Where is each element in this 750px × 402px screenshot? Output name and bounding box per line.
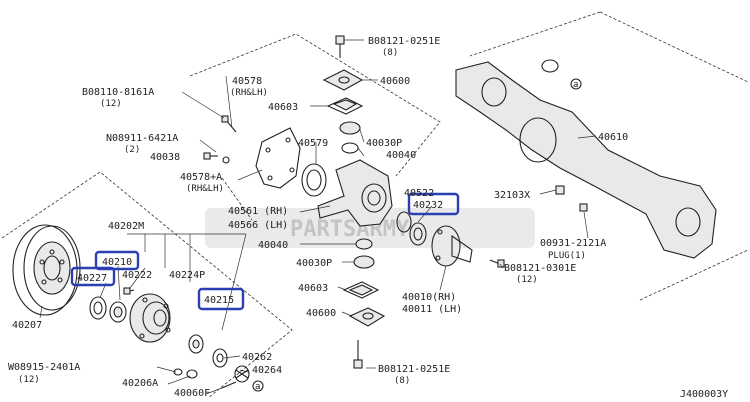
label-08121-bot-qty: (8) bbox=[394, 376, 410, 386]
upper-bolt-08121[interactable] bbox=[335, 35, 345, 58]
label-40207[interactable]: 40207 bbox=[12, 320, 42, 331]
highlight-40215 bbox=[197, 287, 245, 311]
label-40522[interactable]: 40522 bbox=[404, 188, 434, 199]
label-00931[interactable]: 00931-2121A bbox=[540, 238, 606, 249]
race-40040-top[interactable] bbox=[341, 142, 359, 154]
cap-40600-top[interactable] bbox=[322, 69, 364, 91]
bearing-40232[interactable] bbox=[409, 222, 427, 246]
shim-40603-mid[interactable] bbox=[342, 281, 380, 299]
label-40579[interactable]: 40579 bbox=[298, 138, 328, 149]
plug-00931[interactable] bbox=[579, 203, 588, 212]
bolt-08110[interactable] bbox=[221, 115, 237, 133]
bolt-08121-mid[interactable] bbox=[489, 259, 505, 268]
label-08110-qty: (12) bbox=[100, 99, 122, 109]
label-40264[interactable]: 40264 bbox=[252, 365, 282, 376]
label-40011[interactable]: 40011 (LH) bbox=[402, 304, 462, 315]
bearing-40215[interactable] bbox=[188, 334, 204, 354]
circle-a-bottom: a bbox=[255, 382, 260, 392]
label-40010[interactable]: 40010(RH) bbox=[402, 292, 456, 303]
label-40600-mid[interactable]: 40600 bbox=[306, 308, 336, 319]
pin-40060f[interactable]: a bbox=[221, 380, 264, 392]
lower-bolt-08121[interactable] bbox=[353, 340, 363, 369]
label-40030p-top[interactable]: 40030P bbox=[366, 138, 402, 149]
label-08121-top[interactable]: B08121-0251E bbox=[368, 36, 440, 47]
label-40561[interactable]: 40561 (RH) bbox=[228, 206, 288, 217]
highlight-40210 bbox=[94, 250, 140, 271]
washer-08915[interactable] bbox=[173, 368, 183, 376]
backing-plate-40578[interactable] bbox=[255, 127, 301, 189]
part-labels: 40202M 40210 40227 40222 40224P 40215 40… bbox=[8, 36, 728, 400]
label-00931-sub: PLUG(1) bbox=[548, 251, 586, 261]
seal-40579[interactable] bbox=[301, 163, 327, 197]
bearing-40210[interactable] bbox=[109, 301, 127, 323]
label-40060f[interactable]: 40060F bbox=[174, 388, 210, 399]
bolt-40038[interactable] bbox=[203, 152, 230, 164]
cap-40600-mid[interactable] bbox=[348, 307, 386, 327]
axle-group-outline bbox=[469, 11, 749, 301]
label-40262[interactable]: 40262 bbox=[242, 352, 272, 363]
label-08121-top-qty: (8) bbox=[382, 48, 398, 58]
label-40227[interactable]: 40227 bbox=[77, 273, 107, 284]
steering-knuckle-40561[interactable] bbox=[317, 159, 393, 227]
leader-lines bbox=[39, 39, 597, 395]
label-40578a-sub: (RH&LH) bbox=[186, 184, 224, 194]
label-40224p[interactable]: 40224P bbox=[169, 270, 205, 281]
seal-40227[interactable] bbox=[89, 296, 107, 320]
label-40040-mid[interactable]: 40040 bbox=[258, 240, 288, 251]
label-40610[interactable]: 40610 bbox=[598, 132, 628, 143]
label-40578-sub: (RH&LH) bbox=[230, 88, 268, 98]
label-40232[interactable]: 40232 bbox=[413, 200, 443, 211]
label-32103x[interactable]: 32103X bbox=[494, 190, 530, 201]
label-08911-qty: (2) bbox=[124, 145, 140, 155]
label-40040-top[interactable]: 40040 bbox=[386, 150, 416, 161]
axle-housing-40610[interactable]: a bbox=[455, 59, 717, 259]
upper-group-outline bbox=[189, 33, 441, 221]
label-40600-top[interactable]: 40600 bbox=[380, 76, 410, 87]
label-40206a[interactable]: 40206A bbox=[122, 378, 158, 389]
label-40222[interactable]: 40222 bbox=[122, 270, 152, 281]
label-40603-mid[interactable]: 40603 bbox=[298, 283, 328, 294]
highlight-40227 bbox=[70, 266, 116, 287]
label-08121-mid[interactable]: B08121-0301E bbox=[504, 263, 576, 274]
highlight-40232 bbox=[407, 192, 460, 216]
label-08121-bot[interactable]: B08121-0251E bbox=[378, 364, 450, 375]
diagram-code: J400003Y bbox=[680, 389, 728, 400]
watermark-text: PARTSARMY bbox=[290, 217, 410, 242]
label-40202m[interactable]: 40202M bbox=[108, 221, 144, 232]
label-40578a[interactable]: 40578+A bbox=[180, 172, 222, 183]
breather-32103x[interactable] bbox=[555, 185, 565, 195]
label-08915-qty: (12) bbox=[18, 375, 40, 385]
label-40210[interactable]: 40210 bbox=[102, 257, 132, 268]
washer-40262[interactable] bbox=[212, 348, 228, 368]
bearing-40030p-mid[interactable] bbox=[353, 255, 375, 269]
label-40215[interactable]: 40215 bbox=[204, 295, 234, 306]
circle-a-top: a bbox=[573, 80, 578, 90]
label-40603-top[interactable]: 40603 bbox=[268, 102, 298, 113]
wheel-hub[interactable] bbox=[129, 293, 171, 343]
label-08915[interactable]: W08915-2401A bbox=[8, 362, 80, 373]
seal-40522[interactable] bbox=[396, 211, 412, 233]
label-08121-mid-qty: (12) bbox=[516, 275, 538, 285]
label-40566[interactable]: 40566 (LH) bbox=[228, 220, 288, 231]
label-40038[interactable]: 40038 bbox=[150, 152, 180, 163]
label-40030p-mid[interactable]: 40030P bbox=[296, 258, 332, 269]
shim-40603-top[interactable] bbox=[326, 97, 364, 115]
brake-rotor-40207[interactable] bbox=[12, 224, 81, 316]
label-08911[interactable]: N08911-6421A bbox=[106, 133, 178, 144]
left-group-outline bbox=[1, 171, 293, 399]
label-40578[interactable]: 40578 bbox=[232, 76, 262, 87]
cap-40206a[interactable] bbox=[186, 369, 198, 379]
bearing-40030p-top[interactable] bbox=[339, 121, 361, 135]
label-08110[interactable]: B08110-8161A bbox=[82, 87, 154, 98]
highlights bbox=[70, 192, 460, 311]
hub-bolt-40222[interactable] bbox=[123, 287, 135, 295]
